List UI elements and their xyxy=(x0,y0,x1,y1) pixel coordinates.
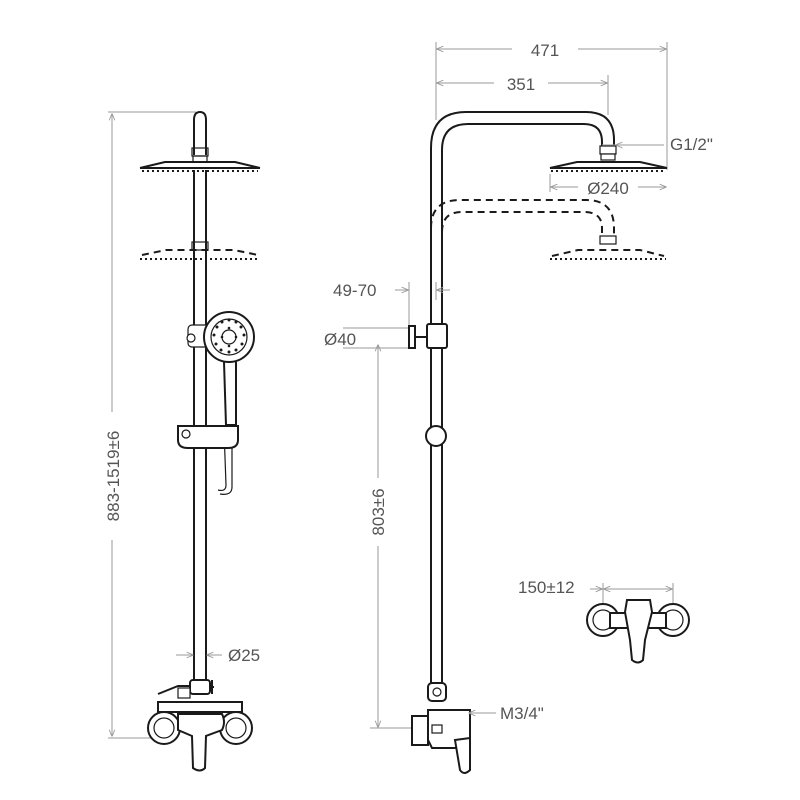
arm-reach-dimensions: 471 351 xyxy=(435,41,668,170)
bracket-diameter-dimension: Ø40 xyxy=(324,327,408,349)
head-thread-dimension: G1/2" xyxy=(602,135,713,154)
bracket-offset-label: 49-70 xyxy=(333,281,376,300)
arm-reach-inner-label: 351 xyxy=(507,75,535,94)
total-height-label: 883-1519±6 xyxy=(104,431,123,522)
hand-shower xyxy=(203,311,255,426)
wall-bracket xyxy=(408,323,448,349)
mixer-height-label: 803±6 xyxy=(369,488,388,535)
bar-diameter-dimension: Ø25 xyxy=(176,646,260,665)
inlet-thread-label: M3/4" xyxy=(500,704,544,723)
inlet-thread-dimension: M3/4" xyxy=(469,704,544,723)
shower-head-upper xyxy=(139,161,261,172)
slider xyxy=(177,425,239,449)
upper-arm xyxy=(191,110,209,163)
hose xyxy=(217,429,233,495)
shower-arm xyxy=(430,111,617,325)
bracket-offset-dimension: 49-70 xyxy=(333,281,450,325)
shower-head-lower xyxy=(140,205,260,260)
mixer-side xyxy=(411,682,471,774)
bar-diameter-label: Ø25 xyxy=(228,646,260,665)
arm-reach-outer-label: 471 xyxy=(531,41,559,60)
front-view: 883-1519±6 xyxy=(104,110,261,772)
head-diameter-dimension: Ø240 xyxy=(549,174,666,198)
side-shower-head-lower xyxy=(430,199,666,260)
mixer-top-view: 150±12 xyxy=(518,578,690,664)
head-diameter-label: Ø240 xyxy=(587,179,629,198)
mixer-front xyxy=(147,679,253,772)
total-height-dimension: 883-1519±6 xyxy=(104,111,196,739)
inlet-spacing-label: 150±12 xyxy=(518,578,575,597)
side-riser xyxy=(425,348,447,683)
mixer-height-dimension: 803±6 xyxy=(369,345,415,729)
bracket-diameter-label: Ø40 xyxy=(324,330,356,349)
side-shower-head-upper xyxy=(549,161,668,172)
head-thread-label: G1/2" xyxy=(670,135,713,154)
side-view: 471 351 G1/2" Ø240 xyxy=(324,41,713,774)
